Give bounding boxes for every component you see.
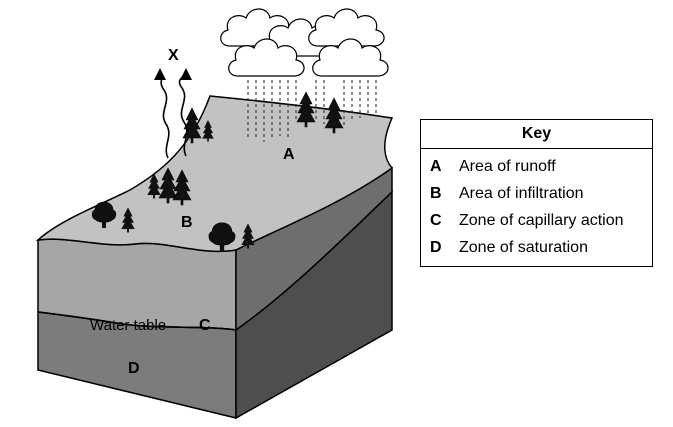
arrowhead-right: [180, 68, 192, 80]
label-c: C: [199, 317, 211, 334]
key-letter: D: [430, 239, 442, 256]
rain: [247, 80, 377, 142]
key-text: Zone of capillary action: [459, 212, 624, 229]
key-text: Area of runoff: [459, 158, 556, 175]
rain-clouds: [220, 8, 389, 77]
key-item-c: C Zone of capillary action: [430, 207, 652, 234]
key-item-a: A Area of runoff: [430, 153, 652, 180]
label-b: B: [181, 214, 193, 231]
water-table-label: Water table: [90, 317, 166, 334]
key-title: Key: [421, 120, 652, 149]
key-letter: C: [430, 212, 442, 229]
label-a: A: [283, 146, 295, 163]
label-d: D: [128, 360, 140, 377]
key-letter: A: [430, 158, 442, 175]
water-table-line: [37, 311, 237, 331]
key-text: Zone of saturation: [459, 239, 588, 256]
arrowhead-left: [154, 68, 166, 80]
side-face-lower: [235, 190, 393, 420]
key-item-d: D Zone of saturation: [430, 234, 652, 261]
key-text: Area of infiltration: [459, 185, 584, 202]
key-box: Key A Area of runoff B Area of infiltratio…: [420, 119, 653, 267]
label-x: X: [168, 47, 179, 64]
key-letter: B: [430, 185, 442, 202]
key-item-b: B Area of infiltration: [430, 180, 652, 207]
